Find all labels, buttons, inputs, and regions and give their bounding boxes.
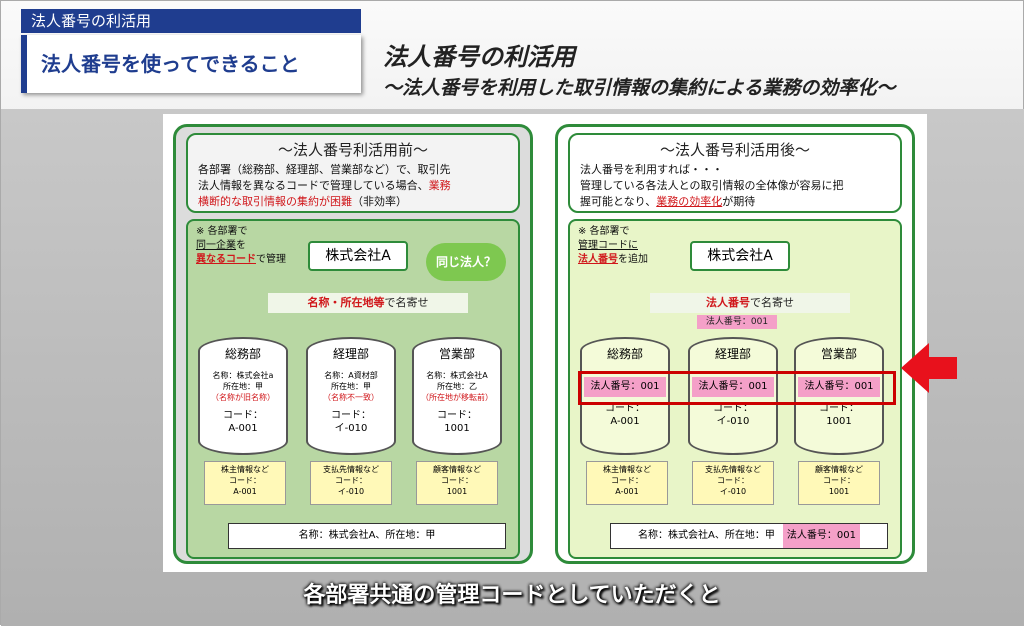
after-merge-banner: 法人番号で名寄せ [650,293,850,313]
after-note: ※ 各部署で 管理コードに 法人番号を追加 [578,226,648,265]
after-diagram: ※ 各部署で 管理コードに 法人番号を追加 株式会社A 法人番号で名寄せ 法人番… [568,219,902,559]
after-heading: ～法人番号利活用後～ [659,141,810,159]
after-panel: ～法人番号利活用後～ 法人番号を利用すれば・・・ 管理している各法人との取引情報… [555,124,915,564]
section-subtitle: 法人番号を使ってできること [21,35,361,93]
before-note: ※ 各部署で 同一企業を 異なるコードで管理 [196,226,286,265]
before-diagram: ※ 各部署で 同一企業を 異なるコードで管理 株式会社A 同じ法人？ 名称・所在… [186,219,520,559]
company-a-box: 株式会社A [690,241,790,271]
arrow-icon [901,343,957,393]
diagram-canvas: ～法人番号利活用前～ 各部署（総務部、経理部、営業部など）で、取引先 法人情報を… [163,114,927,572]
after-result-box: 名称：株式会社A、所在地：甲法人番号：001 [610,523,888,549]
company-a-box: 株式会社A [308,241,408,271]
main-subtitle: ～法人番号を利用した取引情報の集約による業務の効率化～ [383,77,896,99]
info-document: 顧客情報などコード：1001 [798,461,880,505]
before-panel: ～法人番号利活用前～ 各部署（総務部、経理部、営業部など）で、取引先 法人情報を… [173,124,533,564]
corp-number-badge: 法人番号：001 [697,315,777,329]
before-heading: ～法人番号利活用前～ [277,141,428,159]
info-document: 支払先情報などコード：イ-010 [692,461,774,505]
after-description: 法人番号を利用すれば・・・ 管理している各法人との取引情報の全体像が容易に把 握… [580,163,844,208]
before-merge-banner: 名称・所在地等で名寄せ [268,293,468,313]
subtitle-caption: 各部署共通の管理コードとしていただくと [303,583,721,608]
info-document: 株主情報などコード：A-001 [204,461,286,505]
info-document: 株主情報などコード：A-001 [586,461,668,505]
dept-cylinder: 経理部 法人番号：001 コード： イ-010 [688,337,778,455]
dept-cylinder: 経理部 名称：A資材部 所在地：甲 （名称不一致） コード： イ-010 [306,337,396,455]
dept-cylinder: 総務部 法人番号：001 コード： A-001 [580,337,670,455]
info-document: 顧客情報などコード：1001 [416,461,498,505]
section-tag: 法人番号の利活用 [21,9,361,33]
dept-cylinder: 営業部 法人番号：001 コード： 1001 [794,337,884,455]
main-title: 法人番号の利活用 [383,43,575,71]
dept-cylinder: 営業部 名称：株式会社A 所在地：乙 （所在地が移転前） コード： 1001 [412,337,502,455]
before-result-box: 名称：株式会社A、所在地：甲 [228,523,506,549]
dept-cylinder: 総務部 名称：株式会社a 所在地：甲 （名称が旧名称） コード： A-001 [198,337,288,455]
before-title-box: ～法人番号利活用前～ 各部署（総務部、経理部、営業部など）で、取引先 法人情報を… [186,133,520,213]
after-title-box: ～法人番号利活用後～ 法人番号を利用すれば・・・ 管理している各法人との取引情報… [568,133,902,213]
info-document: 支払先情報などコード：イ-010 [310,461,392,505]
before-description: 各部署（総務部、経理部、営業部など）で、取引先 法人情報を異なるコードで管理して… [198,163,451,208]
same-company-cloud: 同じ法人？ [426,243,506,281]
highlight-box [578,371,896,405]
